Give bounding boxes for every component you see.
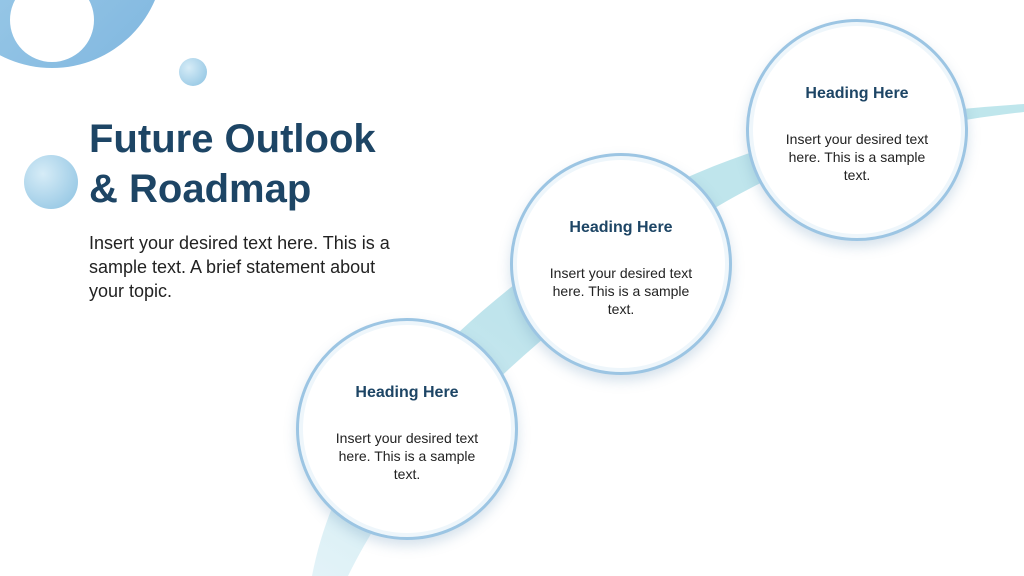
medium-dot — [24, 155, 78, 209]
step-text: Insert your desired text here. This is a… — [785, 131, 929, 183]
corner-ring-shape — [0, 0, 155, 68]
title-line-1: Future Outlook — [89, 117, 376, 161]
step-heading: Heading Here — [355, 384, 459, 401]
page-title: Future Outlook & Roadmap — [89, 114, 419, 214]
roadmap-step-1: Heading Here Insert your desired text he… — [296, 318, 518, 540]
small-dot — [179, 58, 207, 86]
roadmap-step-2: Heading Here Insert your desired text he… — [510, 153, 732, 375]
intro-text: Insert your desired text here. This is a… — [89, 233, 390, 301]
step-heading: Heading Here — [569, 219, 673, 236]
roadmap-step-3: Heading Here Insert your desired text he… — [746, 19, 968, 241]
step-text: Insert your desired text here. This is a… — [549, 265, 693, 317]
step-heading: Heading Here — [805, 85, 909, 102]
title-line-2: & Roadmap — [89, 167, 312, 211]
step-text: Insert your desired text here. This is a… — [335, 430, 479, 482]
